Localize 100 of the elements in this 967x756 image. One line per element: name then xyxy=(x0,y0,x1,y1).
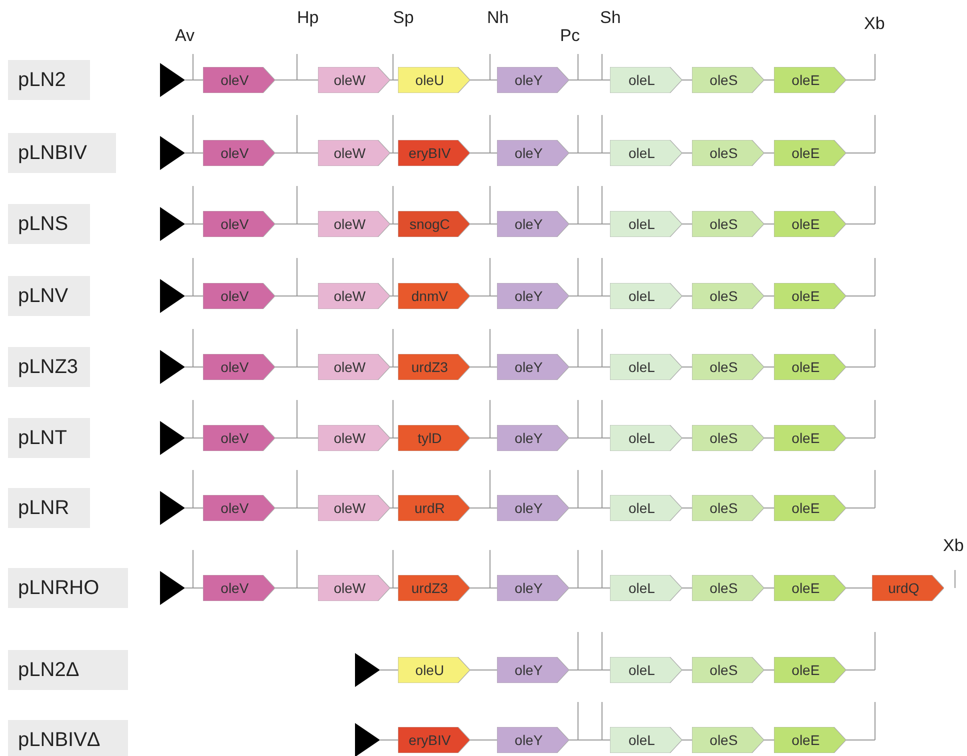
gene-segment xyxy=(398,575,470,601)
gene-segment xyxy=(610,140,682,166)
gene-segment xyxy=(692,283,764,309)
restriction-site-label: Nh xyxy=(487,8,509,28)
gene-segment xyxy=(610,354,682,380)
gene-name: eryBIV xyxy=(408,144,452,163)
gene-name: oleE xyxy=(790,579,821,598)
gene-name: oleY xyxy=(514,429,544,448)
gene-segment xyxy=(318,425,390,451)
construct-label: pLNRHO xyxy=(8,568,128,608)
gene-segment xyxy=(774,495,846,521)
gene-segment xyxy=(318,211,390,237)
gene-segment xyxy=(774,354,846,380)
gene-segment xyxy=(692,495,764,521)
restriction-site-label: Av xyxy=(175,26,195,46)
gene-segment xyxy=(774,727,846,753)
gene-name: oleW xyxy=(332,429,367,448)
gene-segment xyxy=(318,495,390,521)
gene-name: urdZ3 xyxy=(410,579,449,598)
promoter-triangle xyxy=(160,207,185,241)
gene-segment xyxy=(497,283,569,309)
gene-segment xyxy=(203,425,275,451)
restriction-site-label: Xb xyxy=(864,14,885,34)
gene-segment xyxy=(610,211,682,237)
backbone-line xyxy=(470,152,498,154)
gene-name: oleV xyxy=(220,579,250,598)
gene-segment xyxy=(774,575,846,601)
gene-segment xyxy=(398,495,470,521)
gene-name: oleL xyxy=(627,287,656,306)
gene-name: oleW xyxy=(332,287,367,306)
gene-name: oleS xyxy=(708,71,739,90)
restriction-site-label: Xb xyxy=(943,536,964,556)
gene-name: oleY xyxy=(514,499,544,518)
restriction-site-label: Hp xyxy=(297,8,319,28)
restriction-site-label: Pc xyxy=(560,26,580,46)
backbone-line xyxy=(274,152,318,154)
construct-label: pLNR xyxy=(8,488,90,528)
gene-segment xyxy=(774,283,846,309)
gene-name: oleS xyxy=(708,661,739,680)
gene-name: oleW xyxy=(332,215,367,234)
construct-label: pLNBIV xyxy=(8,133,116,173)
gene-name: oleE xyxy=(790,71,821,90)
backbone-line xyxy=(682,366,692,368)
gene-segment xyxy=(497,495,569,521)
gene-segment xyxy=(692,657,764,683)
backbone-line xyxy=(682,152,692,154)
construct-label: pLN2Δ xyxy=(8,650,128,690)
gene-name: oleY xyxy=(514,287,544,306)
gene-segment xyxy=(497,425,569,451)
gene-segment xyxy=(497,657,569,683)
gene-segment xyxy=(497,211,569,237)
gene-segment xyxy=(872,575,944,601)
promoter-triangle xyxy=(160,136,185,170)
gene-name: oleL xyxy=(627,215,656,234)
gene-segment xyxy=(774,140,846,166)
gene-segment xyxy=(318,67,390,93)
gene-segment xyxy=(774,657,846,683)
gene-name: oleW xyxy=(332,71,367,90)
restriction-site-label: Sh xyxy=(600,8,621,28)
gene-segment xyxy=(610,495,682,521)
gene-name: oleL xyxy=(627,71,656,90)
gene-segment xyxy=(398,211,470,237)
gene-name: oleV xyxy=(220,358,250,377)
gene-name: oleV xyxy=(220,144,250,163)
gene-name: oleE xyxy=(790,215,821,234)
promoter-triangle xyxy=(160,279,185,313)
construct-label: pLN2 xyxy=(8,60,90,100)
gene-name: urdR xyxy=(414,499,446,518)
promoter-triangle xyxy=(160,63,185,97)
gene-name: oleW xyxy=(332,144,367,163)
gene-name: oleL xyxy=(627,579,656,598)
gene-segment xyxy=(398,425,470,451)
gene-name: oleE xyxy=(790,499,821,518)
gene-segment xyxy=(774,425,846,451)
promoter-triangle xyxy=(160,421,185,455)
promoter-triangle xyxy=(355,653,380,687)
backbone-line xyxy=(184,152,204,154)
construct-label: pLNZ3 xyxy=(8,347,90,387)
gene-segment xyxy=(318,575,390,601)
gene-segment xyxy=(497,354,569,380)
gene-name: oleV xyxy=(220,215,250,234)
gene-name: oleW xyxy=(332,358,367,377)
gene-name: oleV xyxy=(220,71,250,90)
gene-segment xyxy=(497,575,569,601)
gene-segment xyxy=(610,657,682,683)
gene-name: oleE xyxy=(790,358,821,377)
gene-name: snogC xyxy=(408,215,451,234)
gene-segment xyxy=(398,354,470,380)
gene-name: oleS xyxy=(708,358,739,377)
gene-segment xyxy=(318,283,390,309)
gene-segment xyxy=(398,727,470,753)
promoter-triangle xyxy=(160,571,185,605)
gene-segment xyxy=(398,283,470,309)
gene-segment xyxy=(398,657,470,683)
promoter-triangle xyxy=(160,491,185,525)
gene-segment xyxy=(203,211,275,237)
gene-name: oleS xyxy=(708,287,739,306)
gene-segment xyxy=(692,727,764,753)
gene-name: oleV xyxy=(220,287,250,306)
promoter-triangle xyxy=(355,723,380,756)
